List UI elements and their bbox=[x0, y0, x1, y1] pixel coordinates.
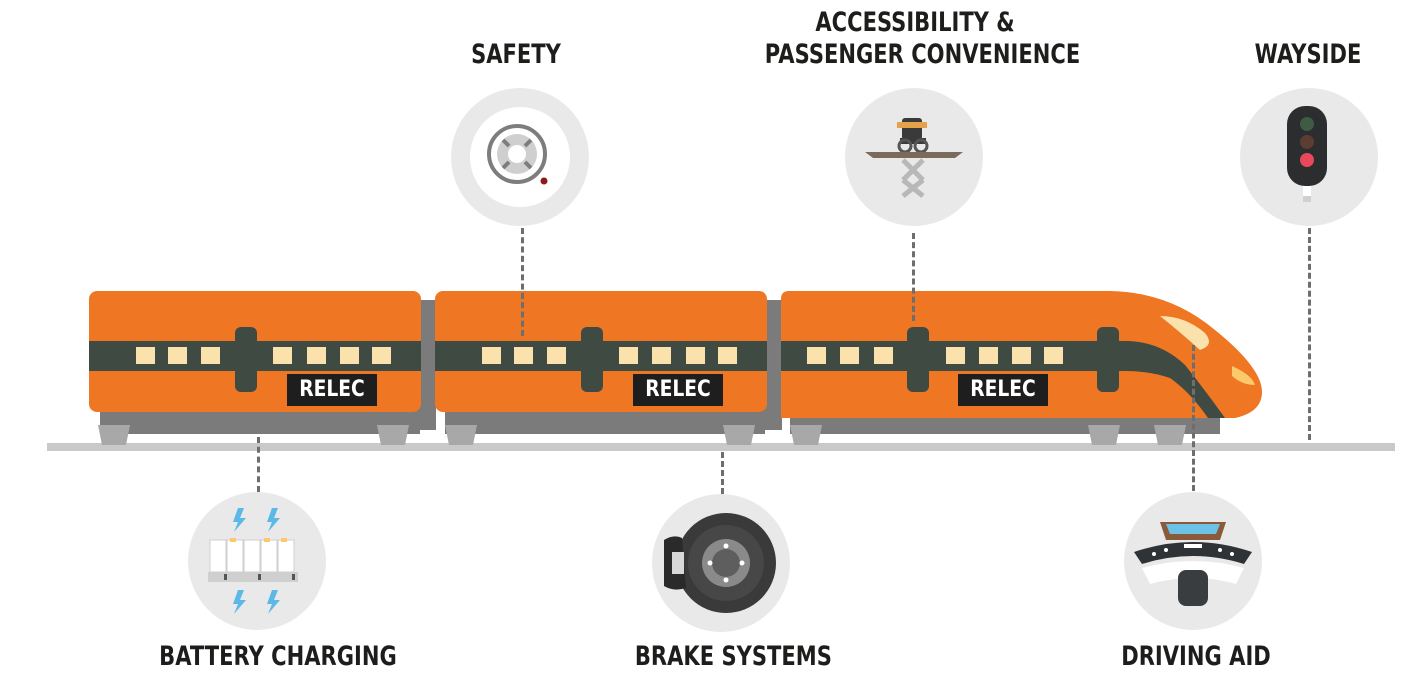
battery-charger-icon bbox=[208, 508, 298, 614]
wayside-circle bbox=[1240, 88, 1378, 226]
wheelchair-lift-icon bbox=[865, 118, 963, 198]
accessibility-label-line2: PASSENGER CONVENIENCE bbox=[764, 39, 1081, 70]
battery-circle bbox=[188, 492, 326, 630]
wayside-connector bbox=[1308, 228, 1311, 440]
driving-connector bbox=[1192, 345, 1195, 491]
accessibility-circle bbox=[845, 88, 983, 226]
train-logo-1: RELEC bbox=[299, 377, 365, 402]
smoke-detector-icon bbox=[470, 107, 570, 207]
track bbox=[47, 443, 1395, 451]
safety-label: SAFETY bbox=[471, 39, 561, 70]
train-windows bbox=[136, 347, 1063, 364]
driving-circle bbox=[1124, 492, 1262, 630]
driver-console-icon bbox=[1134, 522, 1252, 606]
brakes-connector bbox=[721, 452, 724, 494]
relec-logo-plates bbox=[287, 374, 1048, 406]
safety-circle bbox=[451, 88, 589, 226]
brakes-label: BRAKE SYSTEMS bbox=[634, 641, 832, 672]
accessibility-label-line1: ACCESSIBILITY & bbox=[815, 7, 1015, 38]
train-logo-3: RELEC bbox=[970, 377, 1036, 402]
train-doors bbox=[235, 327, 1119, 392]
accessibility-connector bbox=[912, 233, 915, 321]
traffic-signal-icon bbox=[1287, 106, 1327, 202]
wayside-label: WAYSIDE bbox=[1254, 39, 1362, 70]
safety-connector bbox=[521, 228, 524, 336]
battery-label: BATTERY CHARGING bbox=[159, 641, 397, 672]
brakes-circle bbox=[652, 494, 790, 632]
brake-disc-icon bbox=[664, 513, 776, 613]
train-logo-2: RELEC bbox=[645, 377, 711, 402]
battery-connector bbox=[257, 437, 260, 492]
driving-label: DRIVING AID bbox=[1121, 641, 1271, 672]
